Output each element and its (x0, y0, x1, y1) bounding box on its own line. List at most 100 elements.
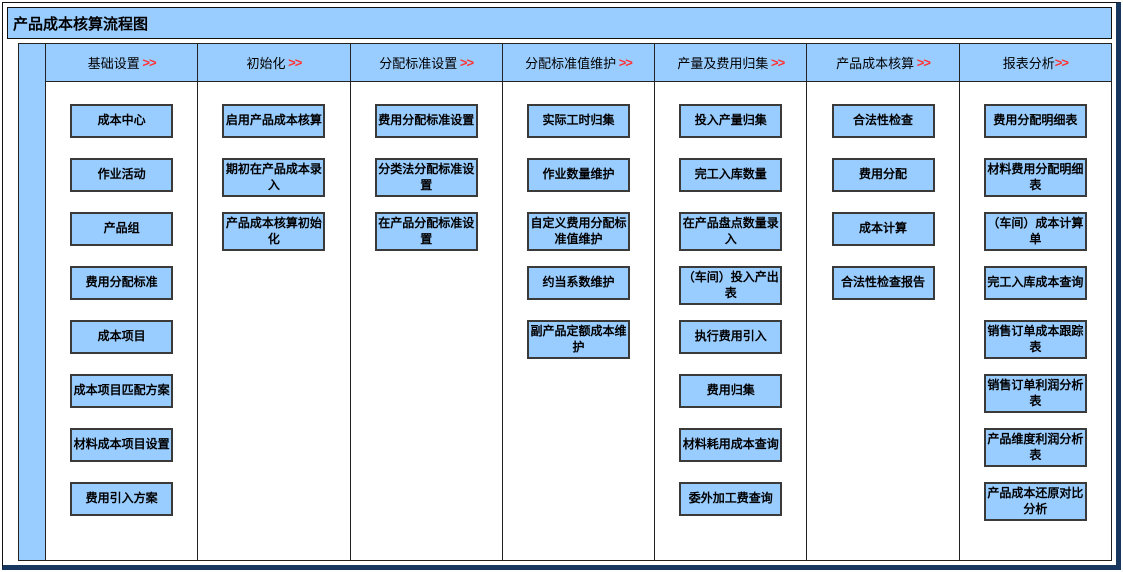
flow-column: 初始化 >> 启用产品成本核算 期初在产品成本录入 产品成本核算初始化 (198, 44, 351, 560)
flow-column: 产品成本核算 >> 合法性检查 费用分配 成本计算 合法性检查报告 (807, 44, 960, 560)
flow-node-button[interactable]: 产品维度利润分析表 (983, 428, 1087, 468)
column-header-label: 分配标准值维护 (525, 56, 617, 71)
column-body: 费用分配标准设置 分类法分配标准设置 在产品分配标准设置 (350, 82, 502, 560)
flow-node-label: 委外加工费查询 (688, 491, 773, 506)
flow-node-label: 完工入库数量 (694, 167, 767, 182)
flow-node-label: 分类法分配标准设置 (378, 162, 475, 192)
flow-node-button[interactable]: 产品成本还原对比分析 (983, 482, 1087, 522)
flow-node-button[interactable]: 费用分配标准 (70, 266, 174, 300)
column-header: 分配标准值维护 >> (502, 44, 655, 82)
flow-node-button[interactable]: （车间）成本计算单 (983, 212, 1087, 252)
flow-node-label: 成本计算 (859, 221, 908, 236)
flow-node-label: 合法性检查 (853, 113, 914, 128)
column-body: 投入产量归集 完工入库数量 在产品盘点数量录入 （车间）投入产出表 执行费用引入… (655, 82, 807, 560)
flow-node-button[interactable]: 完工入库数量 (679, 158, 783, 192)
flow-node-button[interactable]: 期初在产品成本录入 (222, 158, 326, 198)
column-body: 成本中心 作业活动 产品组 费用分配标准 成本项目 成本项目匹配方案 材料成本项… (46, 82, 198, 560)
flow-node-button[interactable]: 材料耗用成本查询 (679, 428, 783, 462)
flow-node-button[interactable]: 合法性检查报告 (831, 266, 935, 300)
flow-node-label: 费用分配明细表 (993, 113, 1078, 128)
flow-node-button[interactable]: 启用产品成本核算 (222, 104, 326, 138)
flow-node-button[interactable]: 费用分配 (831, 158, 935, 192)
chevron-arrows-icon: >> (768, 55, 785, 70)
column-header-label: 报表分析 (1002, 56, 1055, 71)
flow-node-label: 材料耗用成本查询 (682, 437, 779, 452)
flow-column: 分配标准值维护 >> 实际工时归集 作业数量维护 自定义费用分配标准值维护 约当… (502, 44, 656, 560)
flow-node-label: 产品维度利润分析表 (987, 432, 1084, 462)
column-body: 费用分配明细表 材料费用分配明细表 （车间）成本计算单 完工入库成本查询 销售订… (959, 82, 1111, 560)
column-header-label: 产量及费用归集 (677, 56, 769, 71)
column-header: 分配标准设置 >> (350, 44, 502, 82)
flow-node-label: 自定义费用分配标准值维护 (530, 216, 627, 246)
flow-node-button[interactable]: 执行费用引入 (679, 320, 783, 354)
flow-node-button[interactable]: 成本中心 (70, 104, 174, 138)
chevron-arrows-icon: >> (914, 55, 931, 70)
column-header: 基础设置 >> (46, 44, 198, 82)
flow-node-button[interactable]: 自定义费用分配标准值维护 (526, 212, 630, 252)
column-header-label: 基础设置 (87, 56, 140, 71)
chevron-arrows-icon: >> (616, 55, 633, 70)
flow-node-label: 销售订单利润分析表 (987, 378, 1084, 408)
flow-node-button[interactable]: 合法性检查 (831, 104, 935, 138)
flow-node-button[interactable]: 作业活动 (70, 158, 174, 192)
flow-node-label: 实际工时归集 (542, 113, 615, 128)
flow-node-button[interactable]: 约当系数维护 (526, 266, 630, 300)
flow-node-button[interactable]: 成本项目 (70, 320, 174, 354)
flow-node-label: 产品组 (103, 221, 140, 236)
flowchart-table: 基础设置 >> 成本中心 作业活动 产品组 费用分配标准 成本项目 成本项目匹配… (18, 43, 1112, 561)
flow-node-button[interactable]: 分类法分配标准设置 (374, 158, 478, 198)
flow-node-label: 在产品分配标准设置 (378, 216, 475, 246)
chevron-arrows-icon: >> (457, 55, 474, 70)
flow-node-label: 成本项目 (97, 329, 146, 344)
flow-node-button[interactable]: 投入产量归集 (679, 104, 783, 138)
flow-node-button[interactable]: 产品组 (70, 212, 174, 246)
column-header: 初始化 >> (198, 44, 350, 82)
flow-node-button[interactable]: 费用分配明细表 (983, 104, 1087, 138)
column-header: 产品成本核算 >> (807, 44, 959, 82)
flow-node-button[interactable]: 在产品分配标准设置 (374, 212, 478, 252)
flow-node-button[interactable]: 费用分配标准设置 (374, 104, 478, 138)
chevron-arrows-icon: >> (139, 55, 156, 70)
flow-node-button[interactable]: 实际工时归集 (526, 104, 630, 138)
flow-node-label: （车间）成本计算单 (987, 216, 1084, 246)
flow-node-label: 执行费用引入 (694, 329, 767, 344)
flow-node-button[interactable]: 在产品盘点数量录入 (679, 212, 783, 252)
column-header-label: 产品成本核算 (836, 56, 915, 71)
flow-node-button[interactable]: 副产品定额成本维护 (526, 320, 630, 360)
left-spacer-strip (18, 44, 46, 560)
flow-node-button[interactable]: 销售订单利润分析表 (983, 374, 1087, 414)
flow-node-label: 期初在产品成本录入 (225, 162, 322, 192)
flow-node-button[interactable]: 销售订单成本跟踪表 (983, 320, 1087, 360)
flow-node-label: 副产品定额成本维护 (530, 324, 627, 354)
flow-node-button[interactable]: 作业数量维护 (526, 158, 630, 192)
column-body: 合法性检查 费用分配 成本计算 合法性检查报告 (807, 82, 959, 560)
flow-node-button[interactable]: 材料费用分配明细表 (983, 158, 1087, 198)
flow-node-button[interactable]: 成本计算 (831, 212, 935, 246)
flow-node-label: 材料费用分配明细表 (987, 162, 1084, 192)
flow-node-button[interactable]: （车间）投入产出表 (679, 266, 783, 306)
chevron-arrows-icon: >> (1054, 55, 1069, 70)
flow-node-label: 作业数量维护 (542, 167, 615, 182)
column-header-label: 初始化 (246, 56, 286, 71)
flow-node-button[interactable]: 完工入库成本查询 (983, 266, 1087, 300)
flow-node-button[interactable]: 费用引入方案 (70, 482, 174, 516)
flow-node-button[interactable]: 成本项目匹配方案 (70, 374, 174, 408)
flow-node-label: 在产品盘点数量录入 (682, 216, 779, 246)
page-title: 产品成本核算流程图 (7, 7, 1112, 39)
flow-node-label: 销售订单成本跟踪表 (987, 324, 1084, 354)
flow-column: 报表分析>> 费用分配明细表 材料费用分配明细表 （车间）成本计算单 完工入库成… (959, 44, 1112, 560)
flow-node-button[interactable]: 费用归集 (679, 374, 783, 408)
flow-node-label: 费用归集 (706, 383, 755, 398)
flow-node-label: 完工入库成本查询 (987, 275, 1084, 290)
column-header: 产量及费用归集 >> (655, 44, 807, 82)
column-header-label: 分配标准设置 (379, 56, 458, 71)
flow-node-label: 产品成本核算初始化 (225, 216, 322, 246)
flow-columns: 基础设置 >> 成本中心 作业活动 产品组 费用分配标准 成本项目 成本项目匹配… (46, 44, 1112, 560)
flow-node-label: 启用产品成本核算 (225, 113, 322, 128)
flow-node-button[interactable]: 委外加工费查询 (679, 482, 783, 516)
flow-node-label: 材料成本项目设置 (73, 437, 170, 452)
flow-node-button[interactable]: 材料成本项目设置 (70, 428, 174, 462)
flow-node-button[interactable]: 产品成本核算初始化 (222, 212, 326, 252)
